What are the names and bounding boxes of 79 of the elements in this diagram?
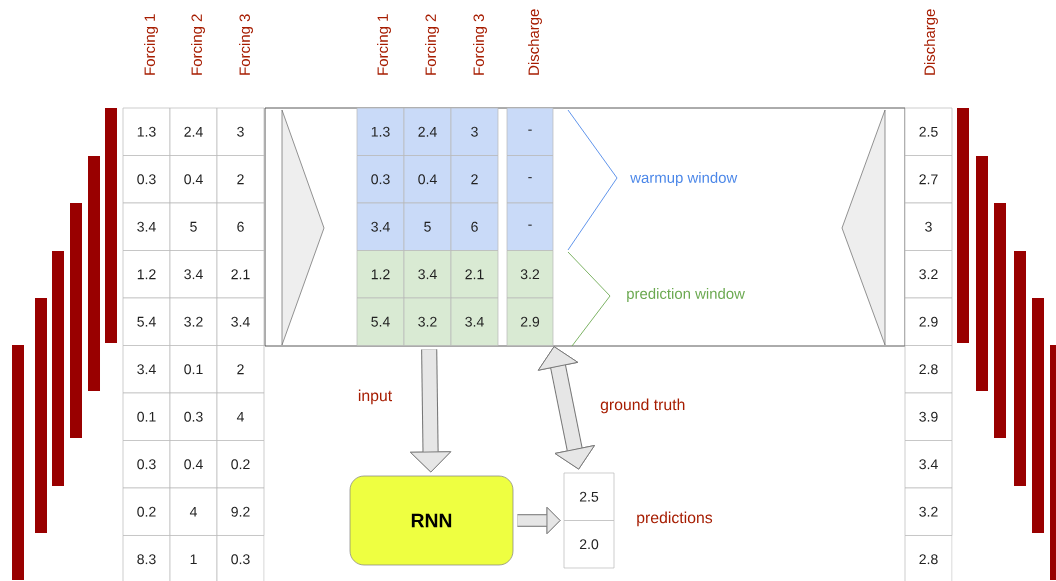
table-cell: 2.1 (450, 250, 499, 299)
table-cell: 0.1 (169, 345, 218, 394)
table-cell: 0.4 (169, 155, 218, 204)
table-cell: 2 (450, 155, 499, 204)
table-cell: 2.9 (506, 297, 554, 346)
table-cell: 1.3 (122, 107, 171, 156)
block-arrow (537, 346, 595, 470)
table-cell: 0.4 (403, 155, 452, 204)
table-cell: 2.8 (904, 345, 953, 394)
table-cell: 0.1 (122, 392, 171, 441)
table-cell: 8.3 (122, 535, 171, 581)
table-cell: 2.4 (169, 107, 218, 156)
block-arrow (410, 349, 452, 473)
table-cell: 2.1 (216, 250, 265, 299)
table-cell: 9.2 (216, 487, 265, 536)
column-header: Forcing 3 (473, 14, 487, 75)
edge-label: input (356, 387, 394, 407)
table-cell: 3 (216, 107, 265, 156)
table-cell: 0.2 (122, 487, 171, 536)
column-header: Forcing 1 (377, 14, 391, 75)
table-cell: 3.2 (506, 250, 554, 299)
table-cell: 0.3 (122, 440, 171, 489)
table-cell: 3.4 (356, 202, 405, 251)
table-cell: 5 (403, 202, 452, 251)
table-cell: 2.5 (904, 107, 953, 156)
table-cell: 3.4 (169, 250, 218, 299)
column-header: Forcing 2 (425, 14, 439, 75)
window-label: warmup window (630, 172, 738, 186)
table-cell: 0.2 (216, 440, 265, 489)
window-label: prediction window (627, 288, 745, 302)
table-cell: 1.3 (356, 107, 405, 156)
table-cell: 6 (450, 202, 499, 251)
table-cell: 2 (216, 155, 265, 204)
table-cell: 3.4 (904, 440, 953, 489)
table-cell: 1.2 (122, 250, 171, 299)
table-cell: - (506, 202, 554, 251)
rnn-box: RNN (349, 475, 514, 566)
table-cell: 5 (169, 202, 218, 251)
table-cell: 3.2 (169, 297, 218, 346)
table-cell: 0.4 (169, 440, 218, 489)
column-header: Forcing 1 (144, 14, 158, 75)
table-cell: 2.4 (403, 107, 452, 156)
table-cell: 5.4 (122, 297, 171, 346)
edge-label: ground truth (598, 396, 688, 416)
table-cell: 2.9 (904, 297, 953, 346)
table-cell: 3.2 (904, 250, 953, 299)
table-cell: 1.2 (356, 250, 405, 299)
table-cell: 2.7 (904, 155, 953, 204)
column-header: Forcing 3 (239, 14, 253, 75)
block-arrow (517, 507, 561, 535)
table-cell: 0.3 (356, 155, 405, 204)
table-cell: 3.4 (450, 297, 499, 346)
table-cell: 2.8 (904, 535, 953, 581)
table-cell: 3.4 (122, 345, 171, 394)
column-header: Discharge (528, 9, 542, 75)
column-header: Forcing 2 (191, 14, 205, 75)
table-cell: 6 (216, 202, 265, 251)
output-label: predictions (637, 511, 713, 527)
table-cell: 2.0 (563, 520, 615, 569)
table-cell: - (506, 107, 554, 156)
table-cell: 3.4 (403, 250, 452, 299)
table-cell: 5.4 (356, 297, 405, 346)
table-cell: 3 (904, 202, 953, 251)
column-header: Discharge (924, 9, 938, 75)
table-cell: 2.5 (563, 472, 615, 521)
table-cell: 2 (216, 345, 265, 394)
table-cell: 0.3 (169, 392, 218, 441)
table-cell: 0.3 (122, 155, 171, 204)
table-cell: 3.9 (904, 392, 953, 441)
table-cell: 3.2 (904, 487, 953, 536)
table-cell: 3.4 (122, 202, 171, 251)
table-cell: 4 (216, 392, 265, 441)
table-cell: 0.3 (216, 535, 265, 581)
table-cell: 3 (450, 107, 499, 156)
table-cell: 3.2 (403, 297, 452, 346)
table-cell: 3.4 (216, 297, 265, 346)
table-cell: 4 (169, 487, 218, 536)
table-cell: 1 (169, 535, 218, 581)
table-cell: - (506, 155, 554, 204)
